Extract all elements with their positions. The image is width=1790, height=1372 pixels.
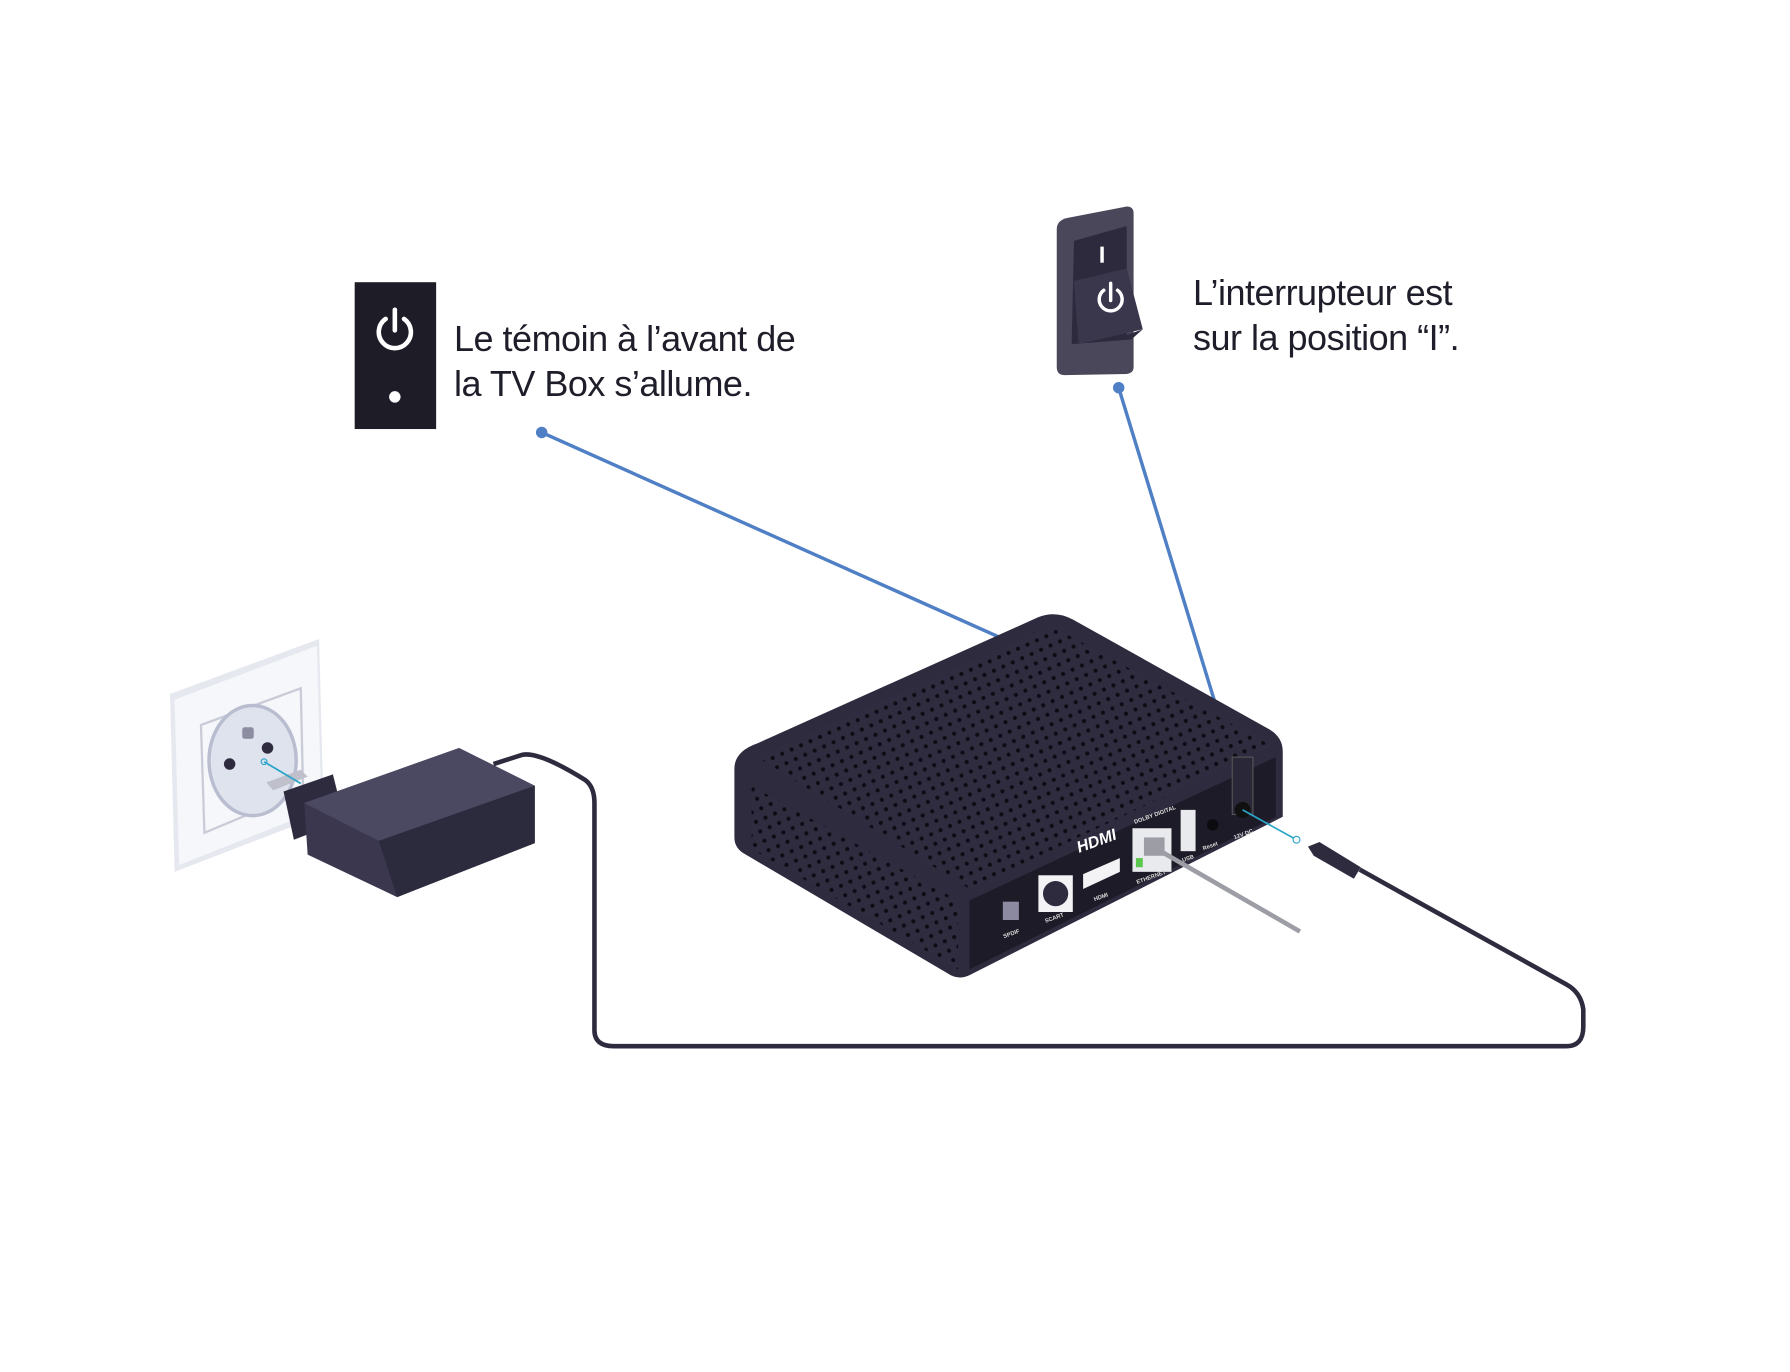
tv-box-illustration: HDMI DOLBY DIGITAL SPDIF SCART HDMI ETHE… <box>734 614 1302 978</box>
caption-line: Le témoin à l’avant de <box>454 318 796 359</box>
port-label-spdif: SPDIF <box>1003 929 1021 941</box>
caption-line: L’interrupteur est <box>1193 272 1453 313</box>
indicator-caption: Le témoin à l’avant de la TV Box s’allum… <box>454 316 796 406</box>
power-icon <box>1097 281 1124 313</box>
port-label-hdmi: HDMI <box>1093 892 1109 903</box>
switch-on-mark <box>1100 246 1104 263</box>
power-adapter-illustration <box>260 747 535 898</box>
port-label-reset: Reset <box>1202 841 1219 852</box>
power-indicator-panel <box>354 282 437 430</box>
usb-port <box>1180 809 1196 852</box>
dc-plug <box>1307 842 1361 879</box>
switch-caption: L’interrupteur est sur la position “I”. <box>1193 270 1460 360</box>
power-icon <box>376 307 414 351</box>
port-label-usb: USB <box>1182 854 1195 864</box>
caption-line: la TV Box s’allume. <box>454 363 752 404</box>
rocker-switch-illustration <box>1056 206 1143 376</box>
caption-line: sur la position “I”. <box>1193 317 1460 358</box>
leader-line-indicator <box>540 430 999 639</box>
power-cable <box>492 752 1586 1049</box>
hdmi-port <box>1083 858 1120 890</box>
wall-socket-illustration <box>169 638 324 872</box>
indicator-led-icon <box>389 391 401 403</box>
reset-button <box>1207 819 1219 831</box>
spdif-port <box>1002 901 1019 921</box>
